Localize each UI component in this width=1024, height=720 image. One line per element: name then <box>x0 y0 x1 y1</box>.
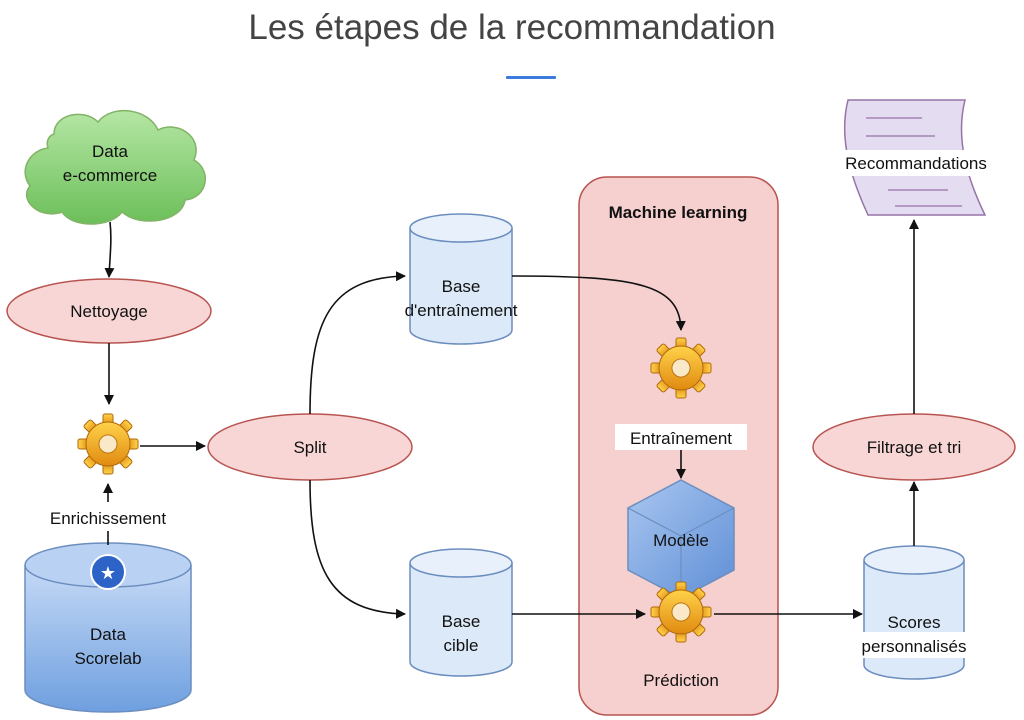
scores-cylinder: Scores personnalisés <box>848 545 984 680</box>
arrow-split-to-base-cible <box>309 479 406 619</box>
base-cible-cylinder: Base cible <box>409 548 513 677</box>
prediction-gear-icon <box>650 581 712 643</box>
machine-learning-label: Machine learning <box>609 203 748 222</box>
scorelab-star-icon: ★ <box>100 563 116 583</box>
enrichissement-label: Enrichissement <box>50 509 166 528</box>
connectors <box>103 219 919 619</box>
base-entrainement-cylinder: Base d'entraînement <box>405 213 518 345</box>
base-entrainement-line1: Base <box>442 277 481 296</box>
enrichissement-gear-icon <box>77 413 139 475</box>
data-scorelab-line2: Scorelab <box>74 649 141 668</box>
recommandations-label-bg <box>826 150 1006 176</box>
data-scorelab-line1: Data <box>90 625 126 644</box>
enrichissement-label-bg <box>28 502 190 530</box>
modele-cube: Modèle <box>627 479 735 599</box>
data-ecommerce-cloud: Data e-commerce <box>24 109 206 225</box>
arrow-ecommerce-to-nettoyage <box>104 221 115 278</box>
data-scorelab-cylinder: ★ Data Scorelab <box>24 542 192 713</box>
split-node: Split <box>207 413 413 481</box>
arrow-base-entrainement-to-gear <box>511 275 686 331</box>
scores-line1: Scores <box>888 613 941 632</box>
title-underline <box>506 76 556 79</box>
data-ecommerce-line2: e-commerce <box>63 166 157 185</box>
filtrage-node: Filtrage et tri <box>812 413 1016 481</box>
scores-label-bg <box>848 632 984 658</box>
data-ecommerce-line1: Data <box>92 142 128 161</box>
entrainement-gear-icon <box>650 337 712 399</box>
modele-label: Modèle <box>653 531 709 550</box>
base-entrainement-line2: d'entraînement <box>405 301 518 320</box>
recommandations-document: Recommandations <box>826 99 1006 216</box>
arrow-split-to-base-entrainement <box>309 271 406 415</box>
nettoyage-node: Nettoyage <box>6 278 212 344</box>
base-cible-line1: Base <box>442 612 481 631</box>
entrainement-label: Entraînement <box>630 429 732 448</box>
base-cible-line2: cible <box>444 636 479 655</box>
split-label: Split <box>293 438 326 457</box>
nettoyage-label: Nettoyage <box>70 302 148 321</box>
scores-line2: personnalisés <box>862 637 967 656</box>
prediction-label: Prédiction <box>643 671 719 690</box>
recommandations-label: Recommandations <box>845 154 987 173</box>
filtrage-label: Filtrage et tri <box>867 438 961 457</box>
page-title: Les étapes de la recommandation <box>248 8 776 47</box>
entrainement-label-bg <box>615 424 747 450</box>
